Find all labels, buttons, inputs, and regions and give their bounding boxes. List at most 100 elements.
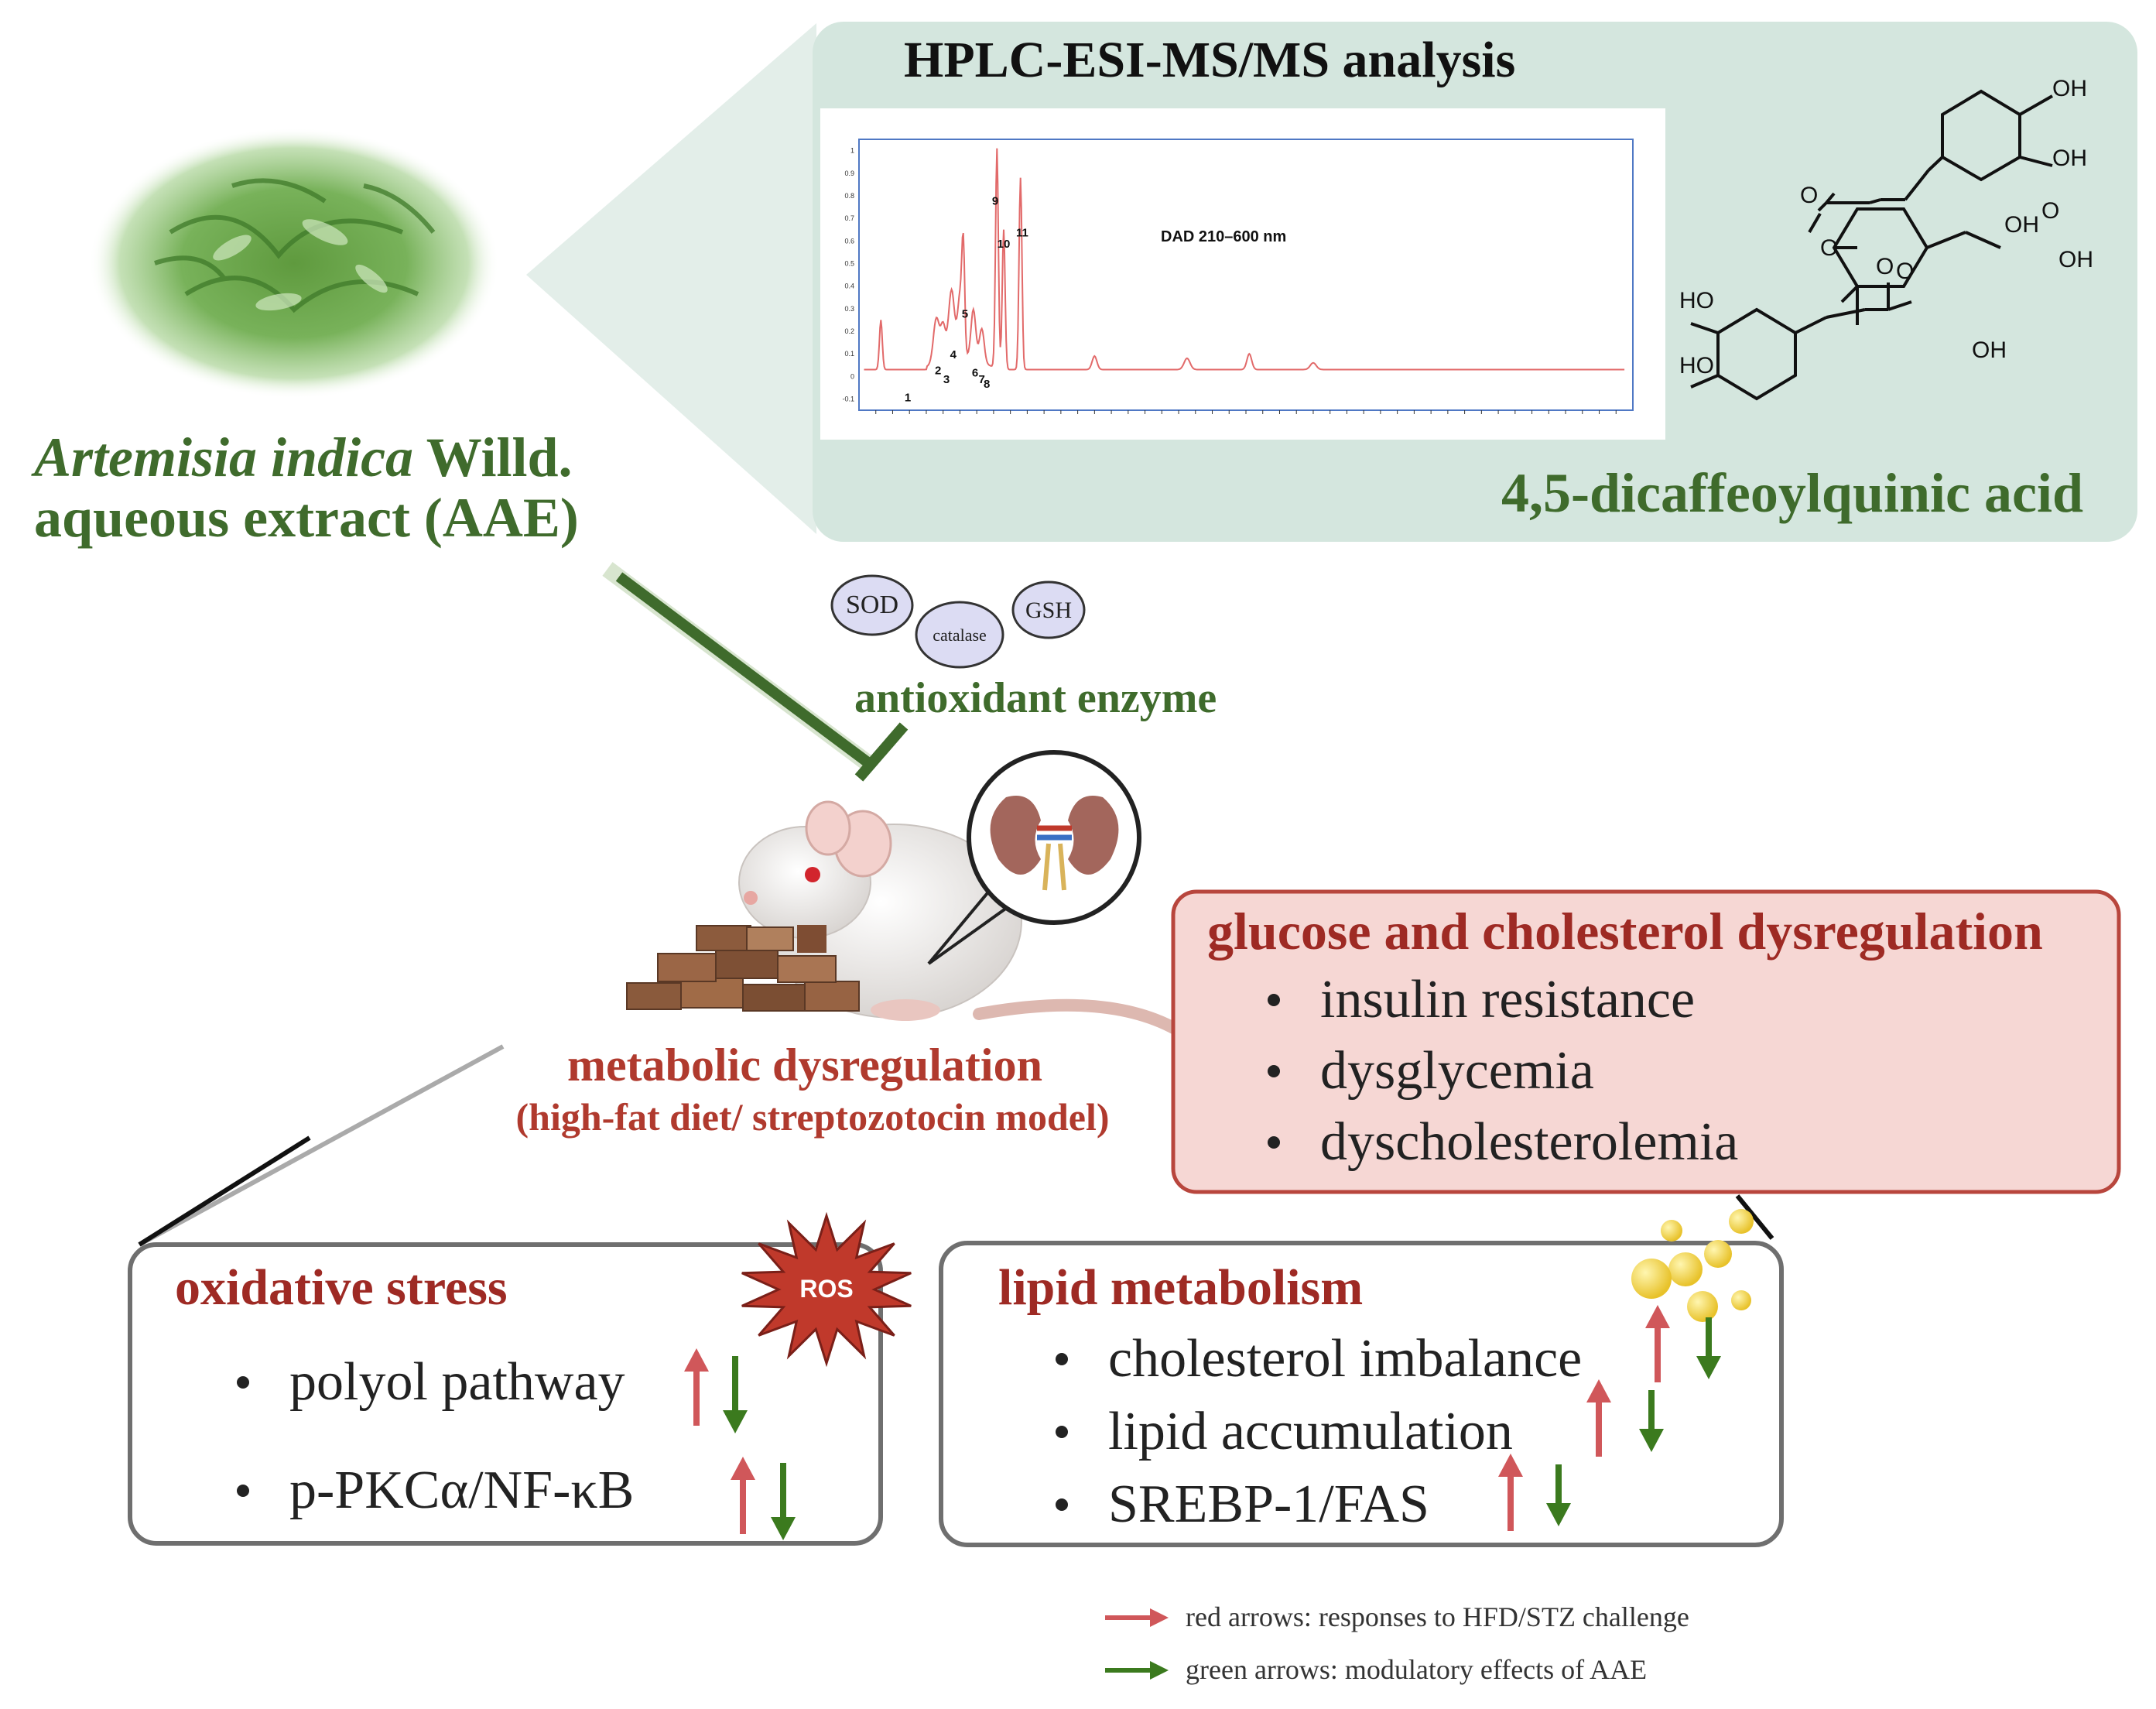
lipid-item-cholesterol: cholesterol imbalance [1056, 1328, 1582, 1390]
lipid-box-title: lipid metabolism [998, 1259, 1364, 1316]
plant-authority: Willd. [413, 426, 573, 488]
plant-species: Artemisia indica [34, 426, 414, 488]
catalase-label: catalase [933, 625, 987, 645]
y-tick-label: 0.9 [844, 170, 854, 177]
peak-label: 3 [943, 373, 950, 386]
glucose-item-dyscholesterolemia: dyscholesterolemia [1268, 1111, 1738, 1173]
lipid-item-text: lipid accumulation [1108, 1402, 1513, 1461]
panel-callout-wedge [526, 23, 816, 534]
glucose-item-insulin: insulin resistance [1268, 969, 1695, 1031]
lipid-item-text: cholesterol imbalance [1108, 1329, 1583, 1389]
y-tick-label: 0.5 [844, 259, 854, 267]
peak-label: 4 [950, 348, 957, 361]
y-tick-label: -0.1 [842, 395, 854, 402]
y-tick-label: 0.7 [844, 214, 854, 222]
glucose-box-frame [1171, 889, 2121, 1194]
connector-oxidative [138, 1044, 505, 1247]
sod-label: SOD [846, 591, 898, 619]
cholesterol-imbalance-arrows [1645, 1305, 1721, 1382]
gsh-bubble [1011, 581, 1086, 639]
kidney-inset [927, 750, 1141, 965]
food-pellet-pile [626, 925, 860, 1012]
bullet-icon [1268, 1064, 1280, 1077]
compound-name: 4,5-dicaffeoylquinic acid [1501, 462, 2083, 524]
ho-label: HO [1679, 288, 1714, 313]
antioxidant-enzyme-label: antioxidant enzyme [854, 674, 1217, 722]
lipid-item-srebp: SREBP-1/FAS [1056, 1474, 1429, 1536]
gsh-label: GSH [1025, 598, 1072, 623]
lipid-item-text: SREBP-1/FAS [1108, 1474, 1429, 1534]
peak-label: 10 [998, 238, 1011, 251]
oxidative-box-title: oxidative stress [175, 1259, 508, 1316]
plant-extract-label: aqueous extract (AAE) [34, 487, 579, 549]
ros-label: ROS [799, 1275, 853, 1303]
oxidative-item-text: polyol pathway [289, 1352, 625, 1412]
o-label: O [1876, 254, 1894, 279]
hplc-title: HPLC-ESI-MS/MS analysis [904, 32, 1516, 88]
oh-label: OH [2052, 146, 2087, 171]
legend-green: green arrows: modulatory effects of AAE [1186, 1654, 1648, 1685]
y-tick-label: 0.1 [844, 350, 854, 358]
o-label: O [2041, 198, 2059, 224]
pkc-arrows [731, 1457, 796, 1540]
y-tick-label: 0 [850, 372, 854, 380]
green-arrow-icon [1150, 1661, 1169, 1680]
antioxidant-enzymes: SOD catalase GSH [830, 574, 1086, 669]
bullet-icon [1268, 1135, 1280, 1149]
lipid-item-accumulation: lipid accumulation [1056, 1401, 1513, 1463]
rat-ear [805, 800, 851, 856]
glucose-item-text: insulin resistance [1320, 970, 1696, 1029]
oxidative-item-text: p-PKCα/NF-κB [289, 1461, 635, 1520]
o-label: O [1800, 183, 1818, 208]
dad-wavelength-label: DAD 210–600 nm [1161, 228, 1286, 245]
inhibition-arrow [602, 562, 909, 782]
legend-red: red arrows: responses to HFD/STZ challen… [1186, 1601, 1689, 1632]
plant-image [89, 128, 499, 399]
peak-label: 6 [972, 366, 978, 379]
glucose-item-text: dysglycemia [1320, 1041, 1594, 1101]
catalase-bubble [915, 601, 1004, 669]
glucose-item-text: dyscholesterolemia [1320, 1112, 1739, 1172]
peak-label: 2 [935, 364, 941, 377]
peak-label: 11 [1016, 226, 1028, 239]
y-tick-label: 1 [850, 147, 854, 155]
polyol-arrows [684, 1348, 748, 1433]
y-tick-label: 0.2 [844, 327, 854, 335]
chromatogram-trace [864, 148, 1625, 371]
glucose-item-dysglycemia: dysglycemia [1268, 1040, 1594, 1102]
oh-label: OH [2052, 76, 2087, 101]
oh-label: OH [2058, 247, 2093, 272]
bullet-icon [1056, 1425, 1068, 1438]
chromatogram: 10.90.80.70.60.50.40.30.20.10-0.1 DAD 21… [842, 139, 1634, 414]
o-label: O [1820, 235, 1838, 261]
y-tick-label: 0.8 [844, 192, 854, 200]
lipid-accumulation-arrows [1586, 1379, 1664, 1457]
peak-label: 1 [905, 391, 911, 404]
bullet-icon [237, 1484, 249, 1497]
peak-label: 5 [962, 307, 968, 320]
inhibition-bar [854, 722, 909, 782]
y-tick-label: 0.4 [844, 283, 854, 290]
oh-label: OH [2004, 212, 2039, 238]
y-tick-label: 0.3 [844, 305, 854, 313]
model-subtitle: (high-fat diet/ streptozotocin model) [515, 1095, 1110, 1139]
sod-bubble [830, 574, 914, 636]
oxidative-item-pkc: p-PKCα/NF-κB [237, 1460, 634, 1522]
chemical-atom-labels: OH OH O O OH O OH O O OH HO HO [1679, 76, 2093, 378]
bullet-icon [1268, 993, 1280, 1006]
peak-label: 7 [979, 373, 985, 386]
left-kidney [990, 796, 1041, 875]
plant-name: Artemisia indica Willd. [34, 427, 573, 488]
rat-foot [871, 999, 940, 1021]
oxidative-box-frame [128, 1242, 883, 1546]
red-arrow-icon [1150, 1608, 1169, 1627]
right-kidney [1068, 796, 1119, 875]
oxidative-item-polyol: polyol pathway [237, 1351, 625, 1413]
ros-burst: ROS [741, 1211, 912, 1368]
rat-eye [805, 867, 820, 882]
lipid-box-frame [939, 1241, 1784, 1547]
glucose-box-title: glucose and cholesterol dysregulation [1207, 902, 2043, 961]
rat-nose [744, 891, 758, 905]
food-pellet [797, 925, 826, 953]
